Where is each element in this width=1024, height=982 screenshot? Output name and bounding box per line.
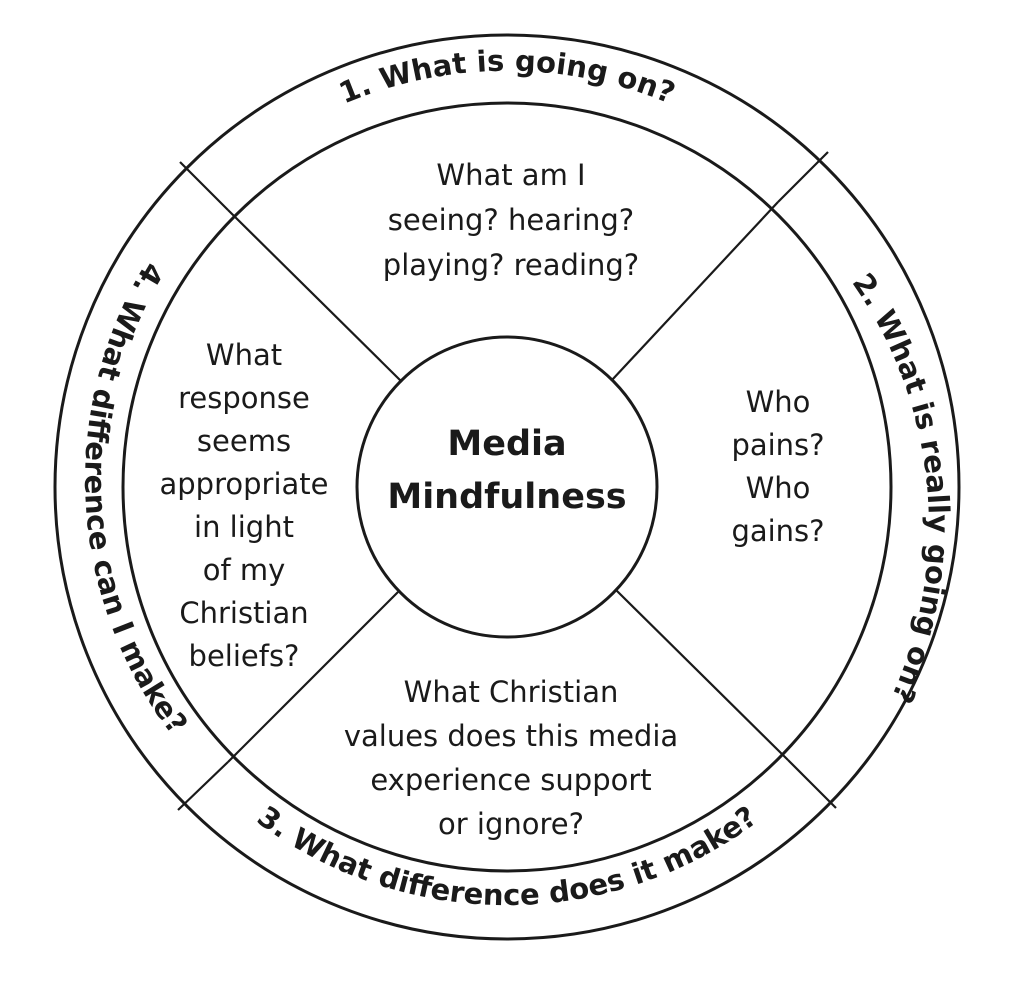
quadrant-divider-bottom-left [227,591,399,763]
ring-label-step1: 1. What is going on? [334,44,680,111]
quadrant-left-line: appropriate [160,467,329,501]
quadrant-divider-bottom-right [615,589,789,761]
inner-ring [121,101,893,873]
quadrant-left-line: What [206,338,282,372]
ring-divider-bottom-left [177,761,229,811]
center-title-line2: Mindfulness [387,477,626,517]
quadrant-top-line: What am I [436,158,585,192]
quadrant-bottom-line: experience support [370,763,651,797]
ring-divider-top-right [777,151,829,203]
quadrant-bottom-line: or ignore? [438,807,584,841]
center-title-line1: Media [447,424,566,464]
quadrant-left-line: response [178,381,310,415]
quadrant-left-line: in light [194,510,294,544]
quadrant-left-line: Christian [179,596,308,630]
quadrant-bottom-line: What Christian [404,675,619,709]
quadrant-left-question: What response seems appropriate in light… [160,338,329,673]
quadrant-bottom-line: values does this media [344,719,678,753]
quadrant-bottom-question: What Christian values does this media ex… [344,675,678,841]
quadrant-divider-top-right [611,201,779,381]
quadrant-right-line: Who [746,471,811,505]
quadrant-top-line: playing? reading? [383,248,639,282]
ring-divider-top-left [179,161,229,211]
quadrant-divider-top-left [227,209,403,383]
quadrant-right-line: pains? [731,428,824,462]
quadrant-left-line: seems [197,424,291,458]
ring-divider-bottom-right [787,759,837,809]
quadrant-right-question: Who pains? Who gains? [731,385,824,548]
quadrant-right-line: Who [746,385,811,419]
quadrant-top-line: seeing? hearing? [388,203,634,237]
quadrant-left-line: of my [203,553,286,587]
quadrant-left-line: beliefs? [189,639,300,673]
quadrant-right-line: gains? [731,514,824,548]
quadrant-top-question: What am I seeing? hearing? playing? read… [383,158,639,282]
ring-label-step2: 2. What is really going on? [846,267,956,709]
outer-ring [53,33,961,941]
center-circle [355,335,659,639]
